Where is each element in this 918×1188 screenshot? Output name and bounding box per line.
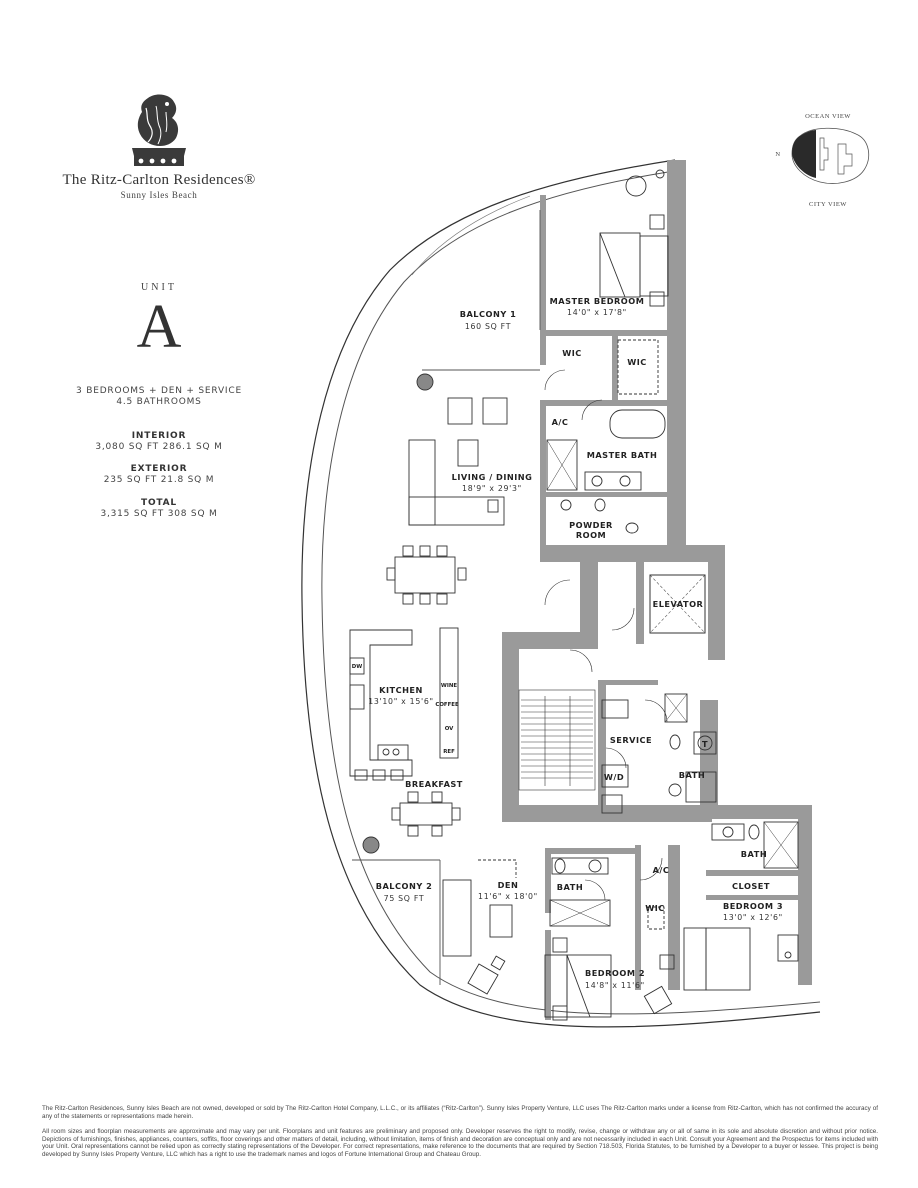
outer-glass-curve (301, 159, 821, 1028)
unit-letter: A (136, 293, 182, 361)
floor-plan: MASTER BEDROOM 14'0" x 17'8" BALCONY 1 1… (301, 159, 821, 1028)
master-bath-label: MASTER BATH (587, 450, 658, 460)
room-labels: MASTER BEDROOM 14'0" x 17'8" BALCONY 1 1… (352, 296, 783, 990)
balcony2-label: BALCONY 2 (376, 881, 433, 891)
master-bedroom-label: MASTER BEDROOM (550, 296, 645, 306)
bedroom3-label: BEDROOM 3 (723, 901, 783, 911)
balcony2-area: 75 SQ FT (384, 894, 425, 903)
dw-label: DW (352, 664, 362, 670)
key-plan: OCEAN VIEW N CITY VIEW (775, 113, 870, 208)
interior-value: 3,080 SQ FT 286.1 SQ M (95, 442, 223, 452)
wic1-label: WIC (562, 348, 582, 358)
brand-location: Sunny Isles Beach (120, 190, 198, 200)
ocean-view-label: OCEAN VIEW (805, 113, 851, 120)
unit-summary-2: 4.5 BATHROOMS (116, 397, 202, 407)
exterior-label: EXTERIOR (130, 464, 188, 474)
coffee-label: COFFEE (435, 702, 459, 708)
disclaimer-paragraph-2: All room sizes and floorplan measurement… (42, 1128, 878, 1158)
toilet-t-label: T (702, 739, 708, 749)
disclaimer-paragraph-1: The Ritz-Carlton Residences, Sunny Isles… (42, 1105, 878, 1120)
master-bedroom-dims: 14'0" x 17'8" (567, 308, 627, 317)
ac1-label: A/C (552, 417, 569, 427)
bedroom2-label: BEDROOM 2 (585, 968, 645, 978)
ref-label: REF (443, 749, 455, 755)
dining-chairs (386, 545, 467, 605)
elevator-box (649, 574, 706, 634)
kitchen-label: KITCHEN (379, 685, 423, 695)
interior-label: INTERIOR (131, 431, 187, 441)
wic2-label: WIC (627, 357, 647, 367)
elevator-label: ELEVATOR (653, 599, 704, 609)
exterior-value: 235 SQ FT 21.8 SQ M (103, 475, 215, 485)
wine-label: WINE (441, 683, 457, 689)
north-label: N (775, 151, 780, 158)
kitchen-dims: 13'10" x 15'6" (368, 697, 434, 706)
living-label: LIVING / DINING (452, 472, 533, 482)
lion-crown-logo-icon (132, 94, 186, 166)
den-label: DEN (498, 880, 519, 890)
bedroom3-dims: 13'0" x 12'6" (723, 913, 783, 922)
wd-label: W/D (604, 772, 624, 782)
bedroom2-dims: 14'8" x 11'6" (585, 981, 645, 990)
total-label: TOTAL (141, 498, 177, 508)
breakfast-label: BREAKFAST (405, 779, 463, 789)
oven-label: OV (445, 726, 454, 732)
den-dims: 11'6" x 18'0" (478, 892, 538, 901)
total-value: 3,315 SQ FT 308 SQ M (100, 509, 218, 519)
bath2-label: BATH (557, 882, 583, 892)
bath3-label: BATH (741, 849, 767, 859)
city-view-label: CITY VIEW (809, 201, 847, 208)
balcony1-label: BALCONY 1 (460, 309, 517, 319)
service-label: SERVICE (610, 735, 652, 745)
inner-glass-curve (321, 171, 821, 1015)
service-bath-label: BATH (679, 770, 705, 780)
wic3-label: WIC (645, 903, 665, 913)
unit-summary-1: 3 BEDROOMS + DEN + SERVICE (76, 386, 242, 396)
furniture (349, 169, 799, 1021)
closet-label: CLOSET (732, 881, 770, 891)
balcony1-area: 160 SQ FT (465, 322, 511, 331)
ac2-label: A/C (653, 865, 670, 875)
powder-label-2: ROOM (576, 530, 606, 540)
stair-core (518, 689, 596, 791)
brand-name: The Ritz-Carlton Residences® (62, 172, 256, 188)
unit-label: UNIT (141, 282, 177, 293)
structural-walls (502, 160, 812, 1020)
powder-label: POWDER (569, 520, 613, 530)
living-dims: 18'9" x 29'3" (462, 484, 522, 493)
